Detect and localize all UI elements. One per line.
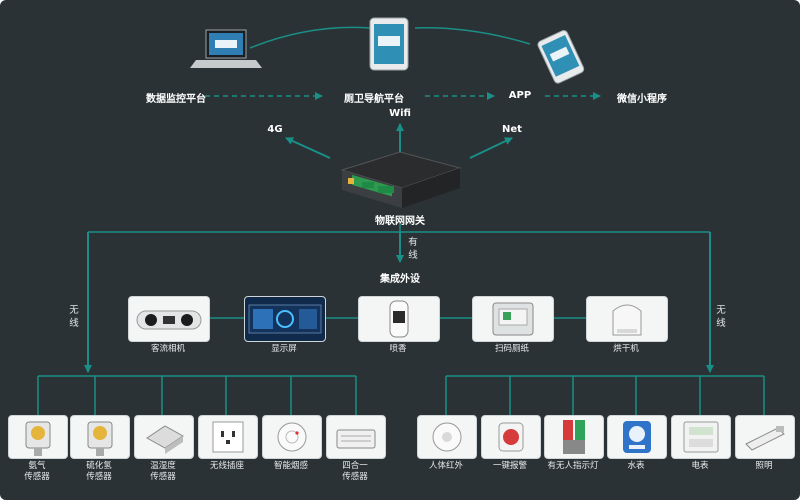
peripheral-label-3: 扫码厕纸 bbox=[494, 344, 530, 354]
sensor-alarm-card bbox=[481, 415, 541, 459]
people-counter-camera-icon bbox=[136, 310, 202, 330]
smoke-detector-icon bbox=[277, 422, 307, 452]
platform-arc bbox=[249, 26, 531, 49]
peripheral-label-1: 显示屏 bbox=[271, 344, 297, 354]
four-in-one-sensor-icon bbox=[336, 429, 376, 449]
sensor-socket-card bbox=[198, 415, 258, 459]
water-meter-icon bbox=[623, 421, 651, 453]
sensor-lighting-card bbox=[735, 415, 795, 459]
left-sensor-label-0: 氨气 传感器 bbox=[24, 461, 50, 482]
peripheral-camera-card bbox=[128, 296, 210, 342]
tablet-icon bbox=[369, 17, 409, 71]
left-sensor-label-5: 四合一 传感器 bbox=[342, 461, 368, 482]
h2s-sensor-icon bbox=[87, 421, 113, 456]
occupancy-indicator-icon bbox=[563, 420, 585, 454]
laptop-icon bbox=[190, 29, 262, 68]
wired-label: 有线 bbox=[408, 237, 418, 261]
electric-meter-icon bbox=[683, 421, 719, 453]
sensor-smoke-card bbox=[262, 415, 322, 459]
wireless-left-label: 无线 bbox=[69, 305, 79, 329]
app-label: APP bbox=[508, 90, 532, 101]
peripheral-label-0: 客流相机 bbox=[150, 344, 186, 354]
sensor-pir-card bbox=[417, 415, 477, 459]
peripheral-label-2: 喷香 bbox=[389, 344, 407, 354]
wireless-socket-icon bbox=[212, 421, 244, 453]
sensor-electric-meter-card bbox=[671, 415, 731, 459]
sensor-occupancy-light-card bbox=[544, 415, 604, 459]
sensor-water-meter-card bbox=[607, 415, 667, 459]
sensor-temp-humidity-card bbox=[134, 415, 194, 459]
display-screen-icon bbox=[248, 304, 322, 334]
guide-platform-label: 厕卫导航平台 bbox=[344, 94, 404, 105]
right-sensor-label-4: 电表 bbox=[691, 461, 709, 471]
peripheral-tissue-card bbox=[472, 296, 554, 342]
net-label: Net bbox=[502, 124, 522, 135]
pir-sensor-icon bbox=[432, 422, 462, 452]
left-sensor-label-4: 智能烟感 bbox=[273, 461, 309, 471]
integrated-title: 集成外设 bbox=[380, 274, 420, 285]
arrow-net bbox=[469, 137, 513, 159]
sensor-h2s-card bbox=[70, 415, 130, 459]
arrow-4g bbox=[285, 137, 331, 159]
emergency-button-icon bbox=[498, 422, 524, 452]
phone-icon bbox=[537, 30, 585, 84]
left-sensor-label-1: 硫化氢 传感器 bbox=[86, 461, 112, 482]
peripheral-dryer-card bbox=[586, 296, 668, 342]
sensor-4in1-card bbox=[326, 415, 386, 459]
right-sensor-label-0: 人体红外 bbox=[428, 461, 464, 471]
monitor-platform-label: 数据监控平台 bbox=[146, 94, 206, 105]
right-sensor-label-2: 有无人指示灯 bbox=[547, 461, 599, 471]
sensor-ammonia-card bbox=[8, 415, 68, 459]
4g-label: 4G bbox=[267, 124, 283, 135]
wireless-right-label: 无线 bbox=[716, 305, 726, 329]
ammonia-sensor-icon bbox=[25, 421, 51, 456]
gateway-label: 物联网网关 bbox=[375, 216, 425, 227]
wifi-label: Wifi bbox=[389, 108, 411, 119]
tissue-dispenser-icon bbox=[492, 302, 534, 336]
left-sensor-label-2: 温湿度 传感器 bbox=[150, 461, 176, 482]
right-sensor-label-5: 照明 bbox=[755, 461, 773, 471]
hand-dryer-icon bbox=[612, 304, 642, 336]
right-sensor-label-3: 水表 bbox=[627, 461, 645, 471]
peripheral-label-4: 烘干机 bbox=[613, 344, 639, 354]
fragrance-dispenser-icon bbox=[389, 300, 409, 338]
peripheral-display-card bbox=[244, 296, 326, 342]
temp-humidity-sensor-icon bbox=[146, 425, 184, 454]
mini-program-label: 微信小程序 bbox=[617, 94, 667, 105]
lighting-controller-icon bbox=[745, 426, 785, 451]
left-sensor-label-3: 无线插座 bbox=[209, 461, 245, 471]
right-sensor-label-1: 一键报警 bbox=[492, 461, 528, 471]
gateway-device-icon bbox=[340, 151, 462, 208]
peripheral-fragrance-card bbox=[358, 296, 440, 342]
